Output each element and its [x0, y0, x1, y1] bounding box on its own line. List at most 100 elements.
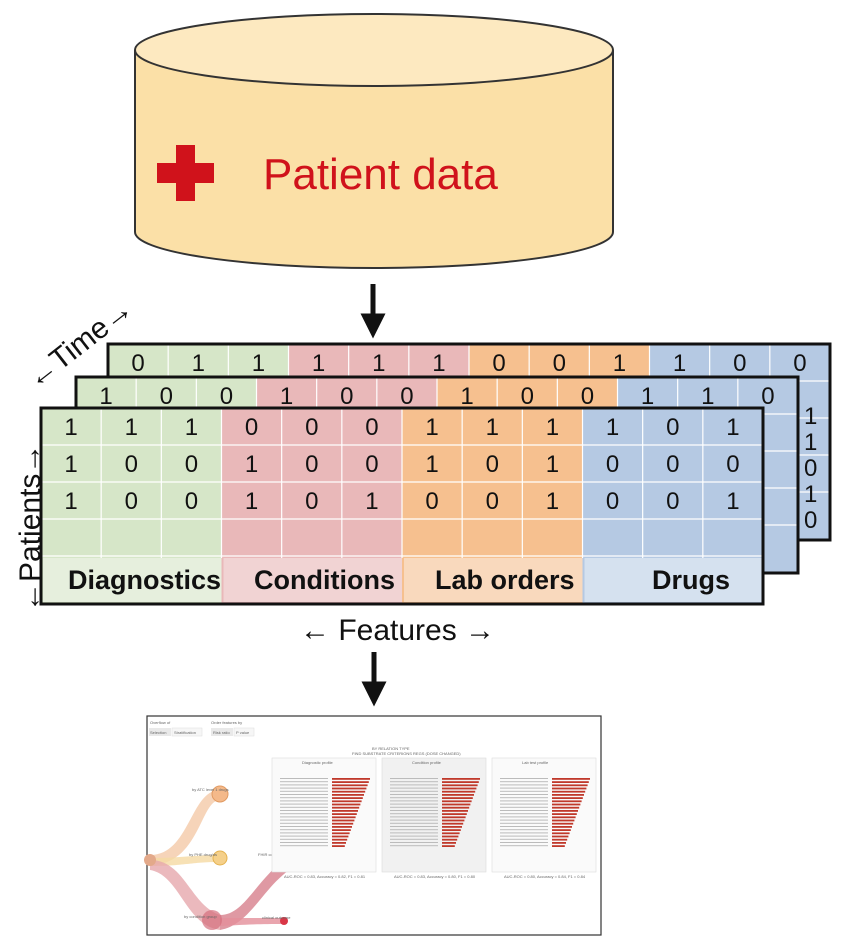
matrix-cell: 0	[305, 414, 318, 441]
medical-cross-icon	[157, 145, 214, 201]
matrix-cell: 0	[761, 383, 774, 410]
matrix-cell: 1	[64, 414, 77, 441]
profile-bar	[332, 787, 367, 790]
matrix-cell: 1	[280, 383, 293, 410]
matrix-cell: 0	[486, 488, 499, 515]
profile-bar	[442, 822, 464, 825]
profile-bar	[552, 784, 588, 787]
profile-bar	[552, 816, 576, 819]
group-label-diagnostics: Diagnostics	[68, 565, 221, 595]
svg-text:FHIR condition: FHIR condition	[258, 852, 284, 857]
matrix-cell: 1	[460, 383, 473, 410]
matrix-cell: 1	[372, 350, 385, 377]
profile-bar	[552, 819, 575, 822]
matrix-cell: 0	[245, 414, 258, 441]
matrix-cell: 0	[666, 451, 679, 478]
matrix-cell: 1	[245, 451, 258, 478]
svg-text:Stratification: Stratification	[174, 730, 196, 735]
profile-bar	[442, 778, 480, 780]
matrix-cell: 1	[432, 350, 445, 377]
profile-bar	[442, 806, 470, 809]
profile-bar	[442, 784, 478, 787]
matrix-cell: 0	[125, 488, 138, 515]
matrix-cell: 1	[64, 451, 77, 478]
profile-bar	[552, 800, 582, 803]
profile-bar	[552, 838, 568, 841]
matrix-cell: 0	[185, 488, 198, 515]
svg-text:by condition group: by condition group	[184, 914, 217, 919]
matrix-cell: 0	[305, 488, 318, 515]
svg-text:Overflow of: Overflow of	[150, 720, 171, 725]
features-axis-label: ← Features →	[300, 614, 495, 647]
profile-bar	[332, 778, 370, 780]
matrix-cell: 1	[192, 350, 205, 377]
profile-bar	[442, 790, 476, 793]
profile-bar	[332, 845, 345, 847]
profile-bar	[332, 800, 362, 803]
profile-bar	[332, 794, 364, 796]
matrix-cell: 0	[793, 350, 806, 377]
matrix-edge-cell: 1	[804, 481, 817, 508]
profile-bar	[552, 794, 584, 796]
matrix-edge-cell: 0	[804, 455, 817, 482]
matrix-cell: 1	[546, 488, 559, 515]
panel-title: Condition profile	[412, 760, 442, 765]
svg-text:by ATC level 1 drugs: by ATC level 1 drugs	[192, 787, 229, 792]
group-label-conditions: Conditions	[254, 565, 395, 595]
svg-text:P value: P value	[236, 730, 250, 735]
profile-bar	[552, 813, 577, 815]
profile-bar	[552, 826, 572, 828]
matrix-cell: 1	[486, 414, 499, 441]
matrix-cell: 0	[666, 488, 679, 515]
profile-bar	[332, 838, 348, 841]
matrix-cell: 0	[521, 383, 534, 410]
matrix-cell: 0	[220, 383, 233, 410]
matrix-edge-cell: 1	[804, 403, 817, 430]
matrix-cell: 0	[606, 451, 619, 478]
matrix-cell: 0	[400, 383, 413, 410]
profile-bar	[332, 816, 356, 819]
matrix-cell: 1	[641, 383, 654, 410]
matrix-cell: 0	[305, 451, 318, 478]
profile-bar	[442, 797, 473, 799]
profile-bar	[552, 787, 587, 790]
profile-bar	[332, 797, 363, 799]
svg-text:BY RELATION TYPE: BY RELATION TYPE	[372, 746, 410, 751]
matrix-cell: 1	[425, 414, 438, 441]
matrix-cell: 1	[252, 350, 265, 377]
matrix-cell: 0	[365, 414, 378, 441]
profile-bar	[442, 838, 458, 841]
profile-bar	[442, 803, 471, 806]
matrix-cell: 1	[245, 488, 258, 515]
group-label-drugs: Drugs	[652, 565, 730, 595]
matrix-cell: 0	[131, 350, 144, 377]
matrix-cell: 0	[160, 383, 173, 410]
panel-metrics: AUC-ROC = 0.80, Accuracy = 0.84, F1 = 0.…	[504, 874, 586, 879]
matrix-cell: 0	[425, 488, 438, 515]
matrix-cell: 1	[546, 414, 559, 441]
svg-text:Order features by: Order features by	[211, 720, 242, 725]
matrix-cell: 0	[486, 451, 499, 478]
profile-bar	[552, 803, 581, 806]
database-title: Patient data	[263, 150, 498, 199]
profile-bar	[552, 797, 583, 799]
svg-text:Selection: Selection	[150, 730, 166, 735]
matrix-cell: 1	[365, 488, 378, 515]
profile-bar	[552, 778, 590, 780]
matrix-cell: 1	[425, 451, 438, 478]
profile-bar	[332, 810, 358, 812]
profile-bar	[442, 835, 459, 838]
profile-bar	[442, 829, 461, 831]
matrix-cell: 0	[125, 451, 138, 478]
profile-bar	[332, 803, 361, 806]
matrix-cell: 0	[733, 350, 746, 377]
profile-bar	[332, 842, 346, 844]
matrix-cell: 1	[606, 414, 619, 441]
matrix-cell: 0	[606, 488, 619, 515]
profile-bar	[442, 794, 474, 796]
profile-bar	[332, 826, 352, 828]
profile-bar	[332, 784, 368, 787]
matrix-cell: 1	[64, 488, 77, 515]
profile-bar	[552, 832, 570, 835]
